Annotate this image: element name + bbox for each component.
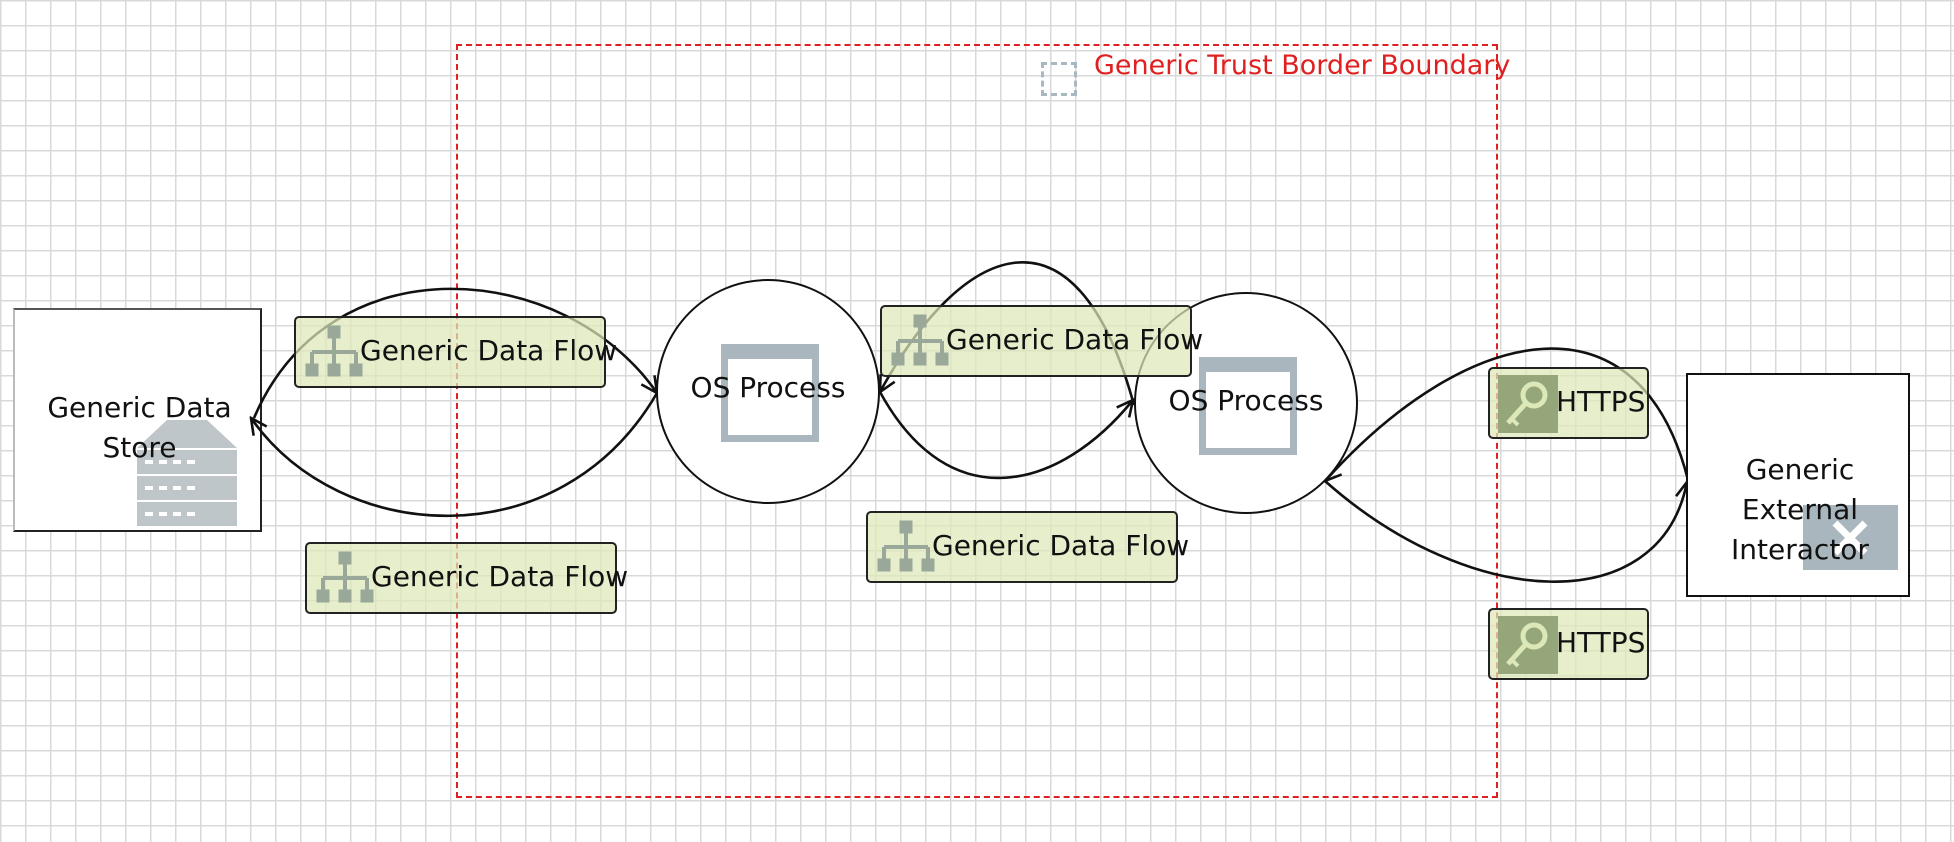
https-flow-label[interactable]: HTTPS <box>1488 608 1649 680</box>
data-flow-text: Generic Data Flow <box>371 560 629 593</box>
https-process2-to-external[interactable] <box>1324 481 1687 583</box>
hierarchy-icon <box>316 551 374 603</box>
dashed-square-icon <box>1041 62 1077 96</box>
data-store-label: Generic Data Store <box>47 391 232 464</box>
data-flow-text: Generic Data Flow <box>946 323 1204 356</box>
flow-process1-to-store[interactable] <box>251 392 659 518</box>
hierarchy-icon <box>891 314 949 366</box>
process-label: OS Process <box>1168 384 1324 417</box>
generic-data-store[interactable]: Generic Data Store <box>13 308 262 532</box>
data-flow-label[interactable]: Generic Data Flow <box>294 316 617 388</box>
window-icon <box>721 344 819 442</box>
flow-process1-to-process2[interactable] <box>878 391 1133 480</box>
https-external-to-process2[interactable] <box>1325 347 1690 481</box>
os-process-1[interactable]: OS Process <box>656 279 880 504</box>
generic-external-interactor[interactable]: Generic External Interactor <box>1686 373 1910 597</box>
external-interactor-label: Generic External Interactor <box>1731 453 1869 566</box>
hierarchy-icon <box>877 520 935 572</box>
trust-boundary-label: Generic Trust Border Boundary <box>1094 50 1511 81</box>
data-flow-label[interactable]: Generic Data Flow <box>880 305 1203 377</box>
external-app-icon <box>1803 505 1898 570</box>
data-flow-label[interactable]: Generic Data Flow <box>305 542 628 614</box>
data-flow-text: Generic Data Flow <box>360 334 618 367</box>
https-flow-text: HTTPS <box>1556 385 1646 418</box>
hierarchy-icon <box>305 325 363 377</box>
data-flow-label[interactable]: Generic Data Flow <box>866 511 1189 583</box>
process-label: OS Process <box>690 371 846 404</box>
key-icon <box>1498 375 1558 433</box>
key-icon <box>1498 616 1558 674</box>
window-icon <box>1199 357 1297 455</box>
server-rack-icon <box>137 420 237 526</box>
data-flow-text: Generic Data Flow <box>932 529 1190 562</box>
https-flow-text: HTTPS <box>1556 626 1646 659</box>
https-flow-label[interactable]: HTTPS <box>1488 367 1649 439</box>
